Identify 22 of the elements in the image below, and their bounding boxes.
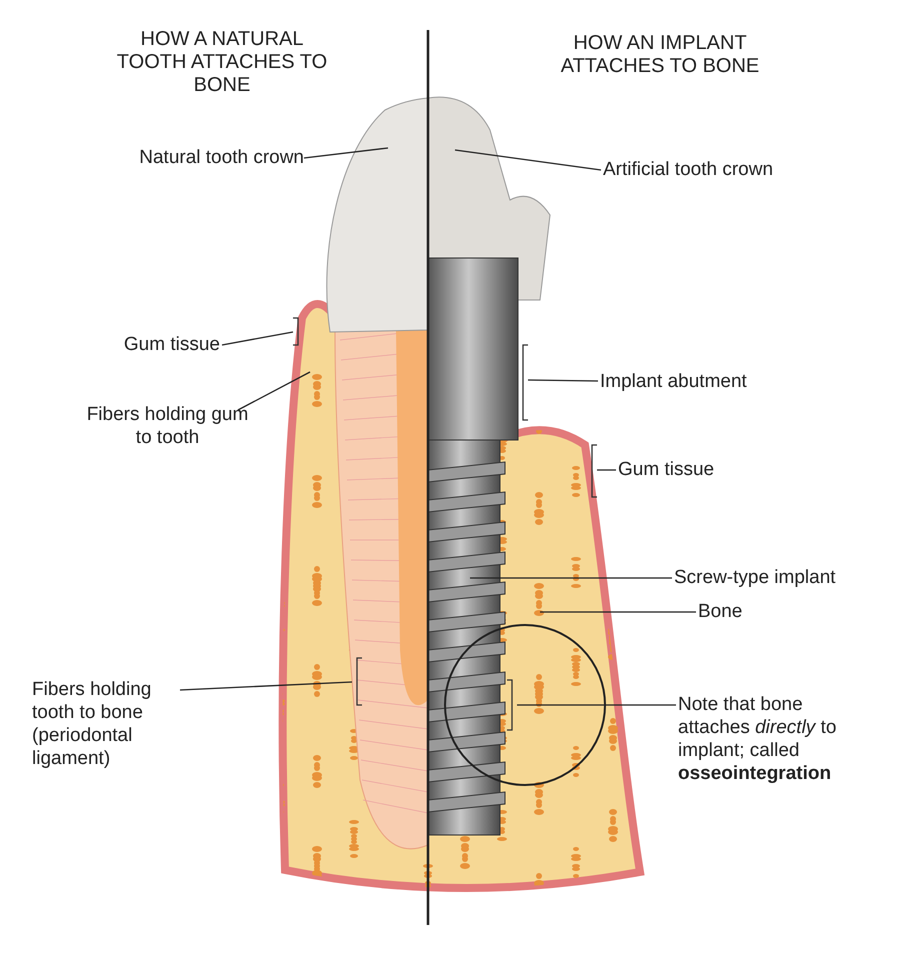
leader-line [222, 331, 294, 346]
heading: HOW A NATURAL TOOTH ATTACHES TO BONE [116, 28, 328, 97]
leader-line [528, 379, 598, 382]
callout-label: Fibers holding gum to tooth [80, 403, 255, 449]
leader-line [304, 147, 388, 159]
callout-label: Screw-type implant [674, 566, 874, 589]
callout-label: Artificial tooth crown [603, 158, 833, 181]
callout-label: Gum tissue [618, 458, 778, 481]
leader-line [180, 681, 352, 691]
leader-line [597, 469, 616, 471]
callout-label: Fibers holding tooth to bone (periodontal ligament) [32, 678, 182, 770]
leader-line [454, 149, 602, 171]
callout-label: Implant abutment [600, 370, 800, 393]
leader-line [238, 371, 310, 411]
callout-label: Gum tissue [60, 333, 220, 356]
heading: HOW AN IMPLANT ATTACHES TO BONE [560, 32, 760, 78]
leader-line [517, 704, 676, 706]
leader-line [540, 611, 696, 613]
callout-label: Note that bone attaches directly to implant; called osseointegration [678, 693, 878, 785]
leader-line [470, 577, 672, 579]
callout-label: Bone [698, 600, 778, 623]
callout-label: Natural tooth crown [100, 146, 304, 169]
